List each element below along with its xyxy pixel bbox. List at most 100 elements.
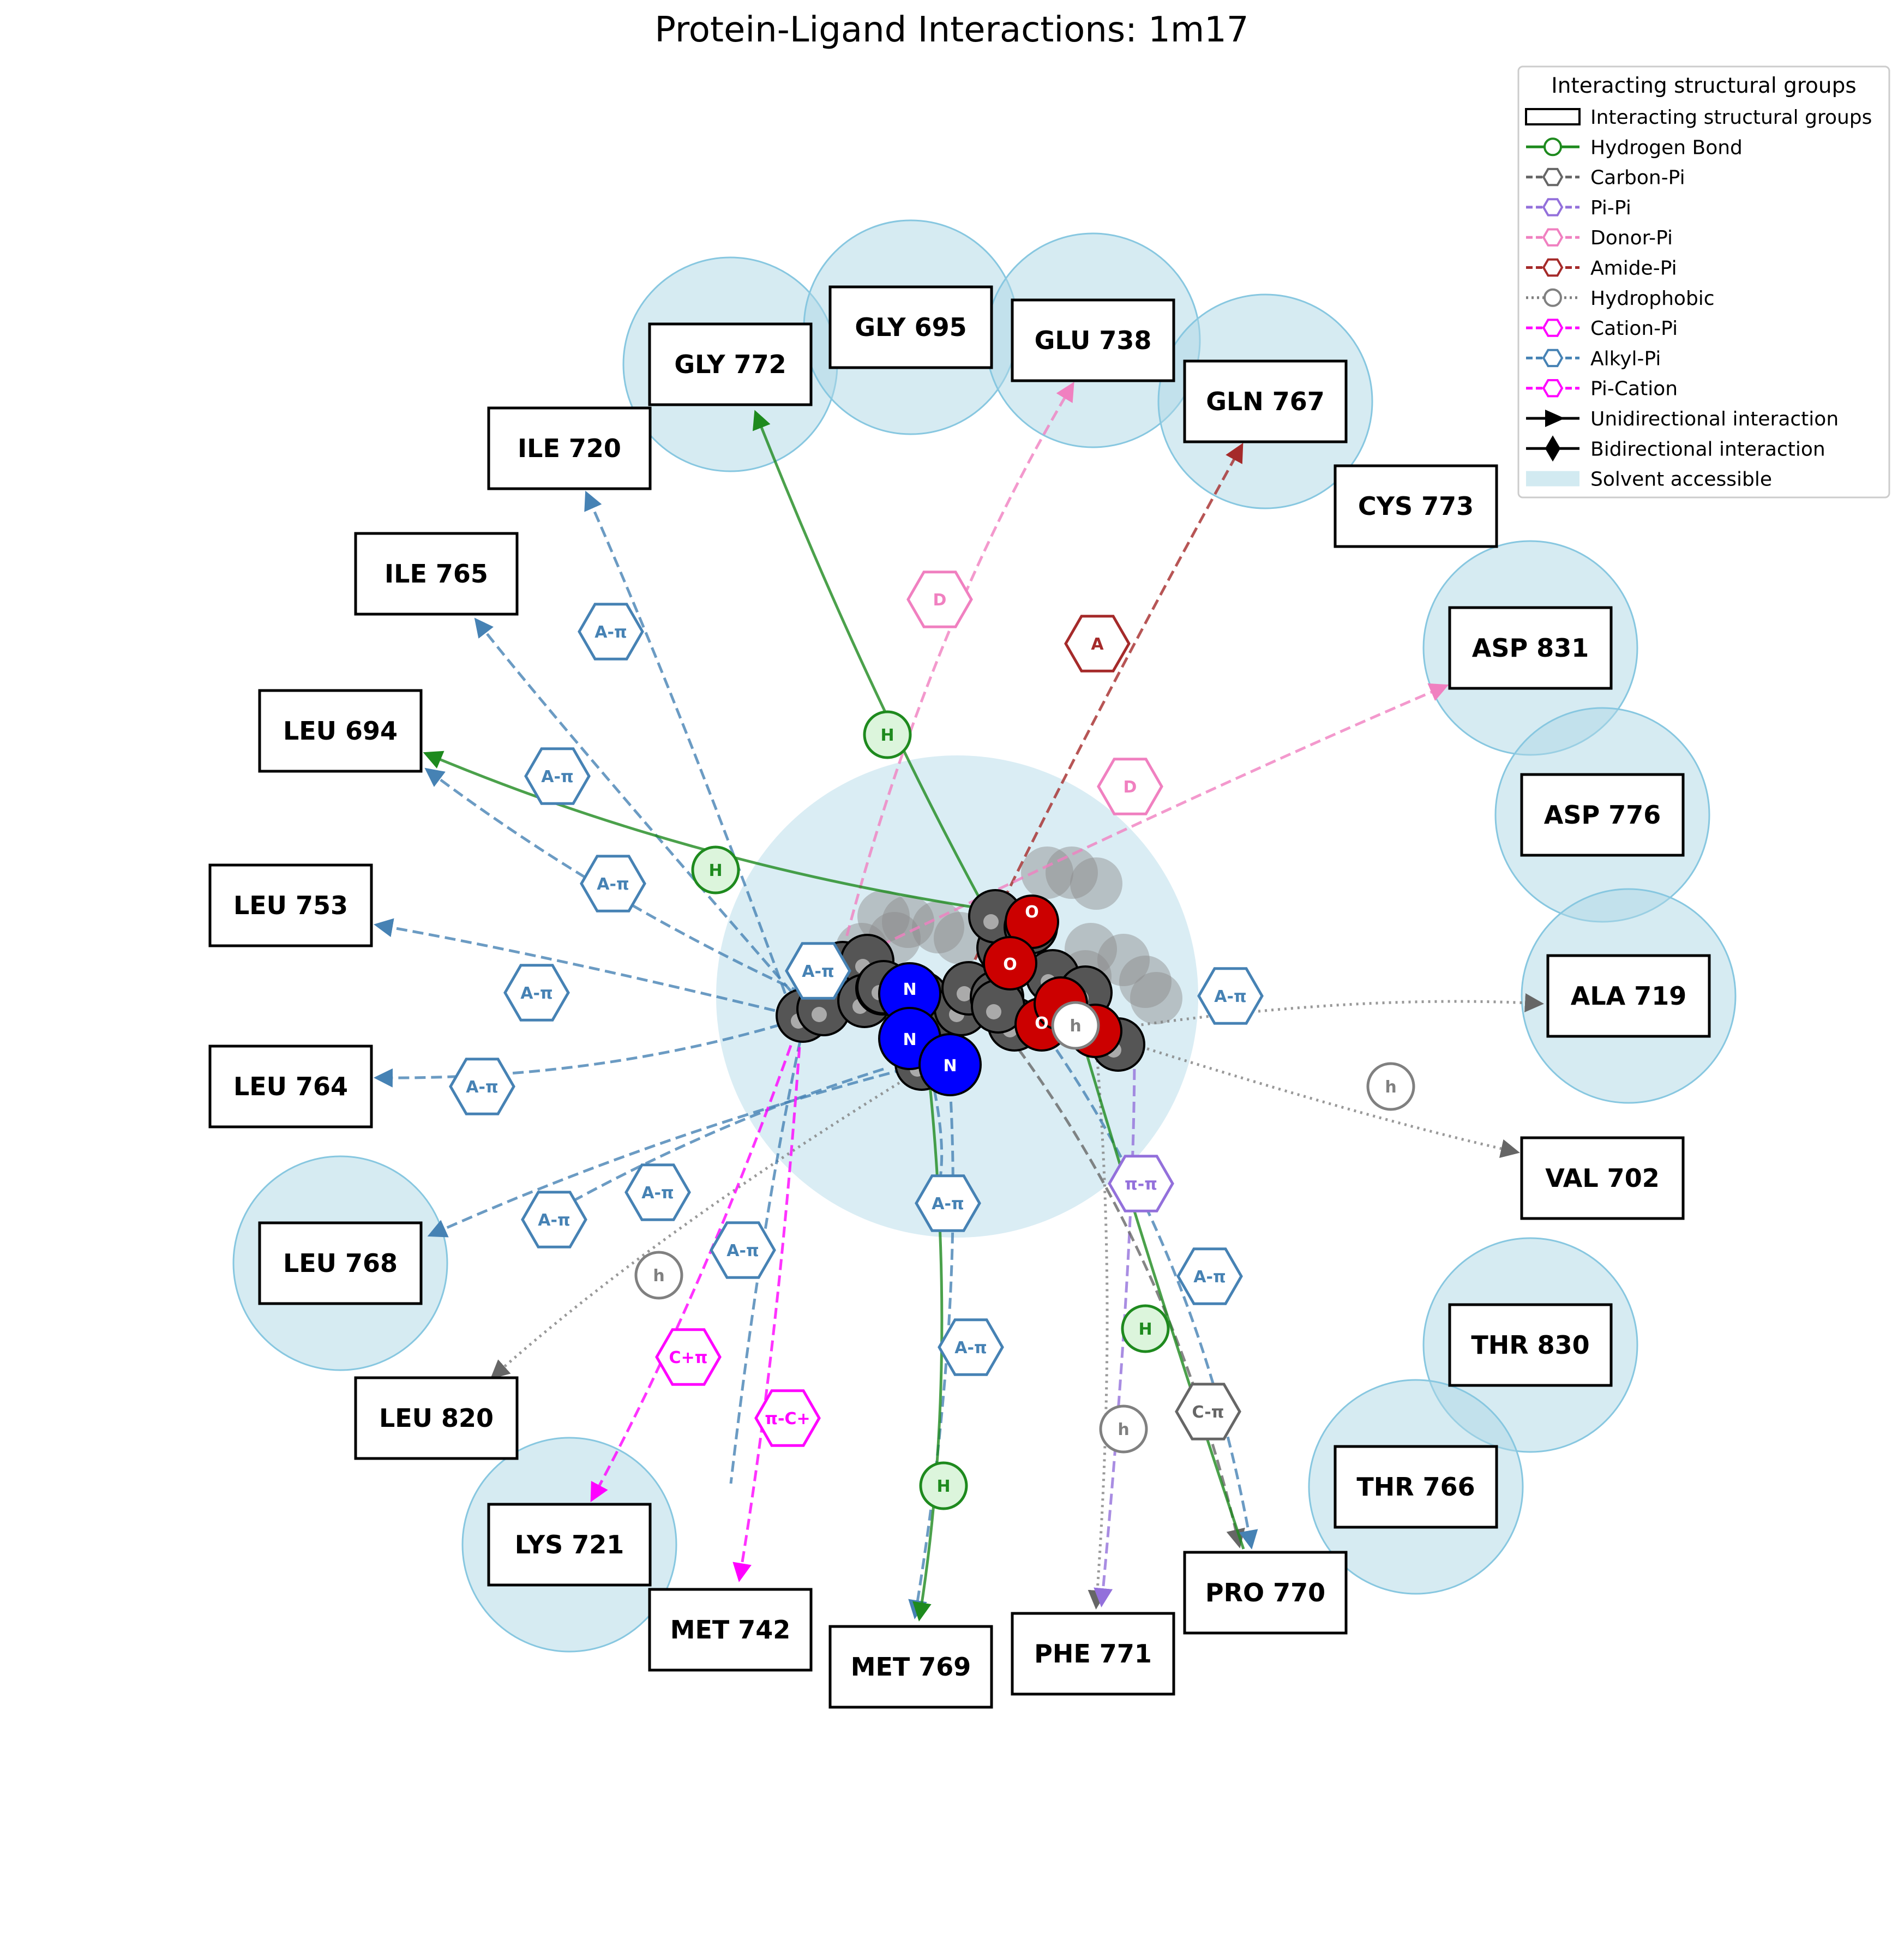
residue-cys773[interactable]: CYS 773	[1334, 464, 1498, 548]
residue-box	[1011, 298, 1175, 382]
badge-label: A-π	[932, 1194, 964, 1214]
residue-phe771[interactable]: PHE 771	[1011, 1612, 1175, 1696]
interaction-badge-alkyl_pi: A-π	[521, 1191, 587, 1248]
residue-label: GLY 695	[855, 313, 966, 342]
residue-label: THR 766	[1356, 1472, 1475, 1502]
badge-label: C+π	[669, 1348, 708, 1367]
legend-item-alkyl_pi: Alkyl-Pi	[1526, 347, 1661, 370]
legend-label: Unidirectional interaction	[1590, 408, 1839, 430]
interaction-line-alkyl_pi	[584, 490, 792, 1010]
ligand-shadow-atom	[1097, 934, 1150, 986]
badge-label: D	[933, 591, 947, 610]
legend-swatch-marker	[1542, 228, 1564, 247]
legend-swatch-box	[1525, 108, 1581, 125]
residue-thr830[interactable]: THR 830	[1448, 1303, 1613, 1387]
residue-asp831[interactable]: ASP 831	[1448, 606, 1613, 690]
residue-gly695[interactable]: GLY 695	[828, 285, 993, 369]
residue-leu753[interactable]: LEU 753	[208, 863, 373, 947]
residue-label: LEU 768	[283, 1248, 398, 1278]
residue-ile765[interactable]: ILE 765	[354, 532, 519, 616]
residue-glu738[interactable]: GLU 738	[1011, 298, 1175, 382]
legend-label: Solvent accessible	[1590, 469, 1772, 491]
residue-met742[interactable]: MET 742	[648, 1588, 813, 1672]
residue-thr766[interactable]: THR 766	[1334, 1445, 1498, 1529]
residue-label: LYS 721	[515, 1530, 624, 1559]
badge-label: A-π	[726, 1241, 759, 1260]
hydrogen-bond-badge	[863, 710, 912, 759]
residue-ala719[interactable]: ALA 719	[1546, 954, 1711, 1038]
hexagon-badge	[578, 603, 644, 661]
legend-label: Interacting structural groups	[1590, 106, 1872, 129]
residue-gln767[interactable]: GLN 767	[1183, 359, 1348, 443]
badge-label: A-π	[594, 623, 627, 642]
atom-label: O	[1035, 1014, 1049, 1033]
hexagon-badge	[938, 1318, 1004, 1376]
residue-leu694[interactable]: LEU 694	[258, 689, 423, 773]
residue-label: ASP 831	[1472, 633, 1589, 663]
badge-label: A	[1091, 635, 1104, 654]
residue-lys721[interactable]: LYS 721	[487, 1503, 652, 1587]
legend-item-pi_pi: Pi-Pi	[1526, 197, 1631, 219]
hexagon-badge	[754, 1389, 821, 1447]
interaction-badge-cation_pi: C+π	[655, 1328, 722, 1386]
hexagon-badge	[785, 942, 851, 1000]
interaction-line-hydrogen_bond	[753, 410, 1011, 953]
ligand-shadow-atom	[912, 901, 964, 953]
residue-box	[258, 689, 423, 773]
residue-asp776[interactable]: ASP 776	[1520, 773, 1685, 857]
interaction-badge-donor_pi: D	[906, 571, 973, 628]
legend-swatch-diamond	[1545, 435, 1560, 462]
legend-item-carbon_pi: Carbon-Pi	[1526, 167, 1685, 189]
legend-swatch-marker	[1542, 379, 1564, 398]
interaction-badge-hydrogen_bond: H	[863, 710, 912, 759]
residue-label: ASP 776	[1544, 800, 1661, 830]
hexagon-badge	[915, 1174, 981, 1232]
badge-label: H	[708, 861, 722, 880]
interaction-badge-alkyl_pi: A-π	[938, 1318, 1004, 1376]
interaction-badge-alkyl_pi: A-π	[710, 1221, 776, 1279]
legend-item-hydrophobic: Hydrophobic	[1526, 287, 1715, 310]
residue-label: VAL 702	[1545, 1163, 1659, 1193]
badge-label: A-π	[538, 1211, 570, 1230]
residue-label: GLU 738	[1035, 326, 1152, 355]
hexagon-badge	[1064, 615, 1131, 673]
hydrogen-bond-badge	[919, 1461, 968, 1510]
legend-item-pi_cation: Pi-Cation	[1526, 378, 1678, 400]
badge-label: π-C+	[765, 1409, 810, 1428]
legend-title: Interacting structural groups	[1551, 74, 1856, 98]
residue-leu768[interactable]: LEU 768	[258, 1221, 423, 1305]
residue-pro770[interactable]: PRO 770	[1183, 1551, 1348, 1635]
legend-item-uni: Unidirectional interaction	[1526, 408, 1839, 430]
residue-leu820[interactable]: LEU 820	[354, 1376, 519, 1460]
legend-label: Cation-Pi	[1590, 317, 1678, 340]
residue-box	[1448, 606, 1613, 690]
interaction-badge-hydrogen_bond: H	[691, 845, 740, 895]
hexagon-badge	[906, 571, 973, 628]
residue-val702[interactable]: VAL 702	[1520, 1136, 1685, 1220]
interaction-line-alkyl_pi	[908, 1068, 954, 1619]
interaction-line-hydrophobic	[1063, 993, 1544, 1038]
residue-leu764[interactable]: LEU 764	[208, 1044, 373, 1128]
badge-label: H	[936, 1477, 950, 1496]
interaction-line-alkyl_pi	[374, 918, 791, 1016]
badge-label: A-π	[954, 1338, 987, 1358]
interaction-badge-carbon_pi: C-π	[1175, 1383, 1241, 1440]
residue-met769[interactable]: MET 769	[828, 1625, 993, 1709]
legend-item-cation_pi: Cation-Pi	[1526, 317, 1678, 340]
atom-label: N	[903, 1030, 916, 1049]
ligand-hydrogen-atom	[812, 1007, 827, 1022]
interaction-line-pi_cation	[732, 1014, 803, 1582]
legend-label: Carbon-Pi	[1590, 167, 1685, 189]
residue-label: LEU 820	[379, 1403, 494, 1433]
ligand-hydrogen-atom	[986, 1004, 1001, 1019]
hydrophobic-badge	[634, 1251, 683, 1300]
residue-ile720[interactable]: ILE 720	[487, 406, 652, 490]
badge-label: A-π	[520, 984, 552, 1003]
residue-gly772[interactable]: GLY 772	[648, 322, 813, 406]
hexagon-badge	[710, 1221, 776, 1279]
residue-box	[1183, 1551, 1348, 1635]
residue-box	[1183, 359, 1348, 443]
legend-label: Hydrogen Bond	[1590, 136, 1743, 159]
interaction-line-pi_pi	[1094, 1052, 1136, 1607]
